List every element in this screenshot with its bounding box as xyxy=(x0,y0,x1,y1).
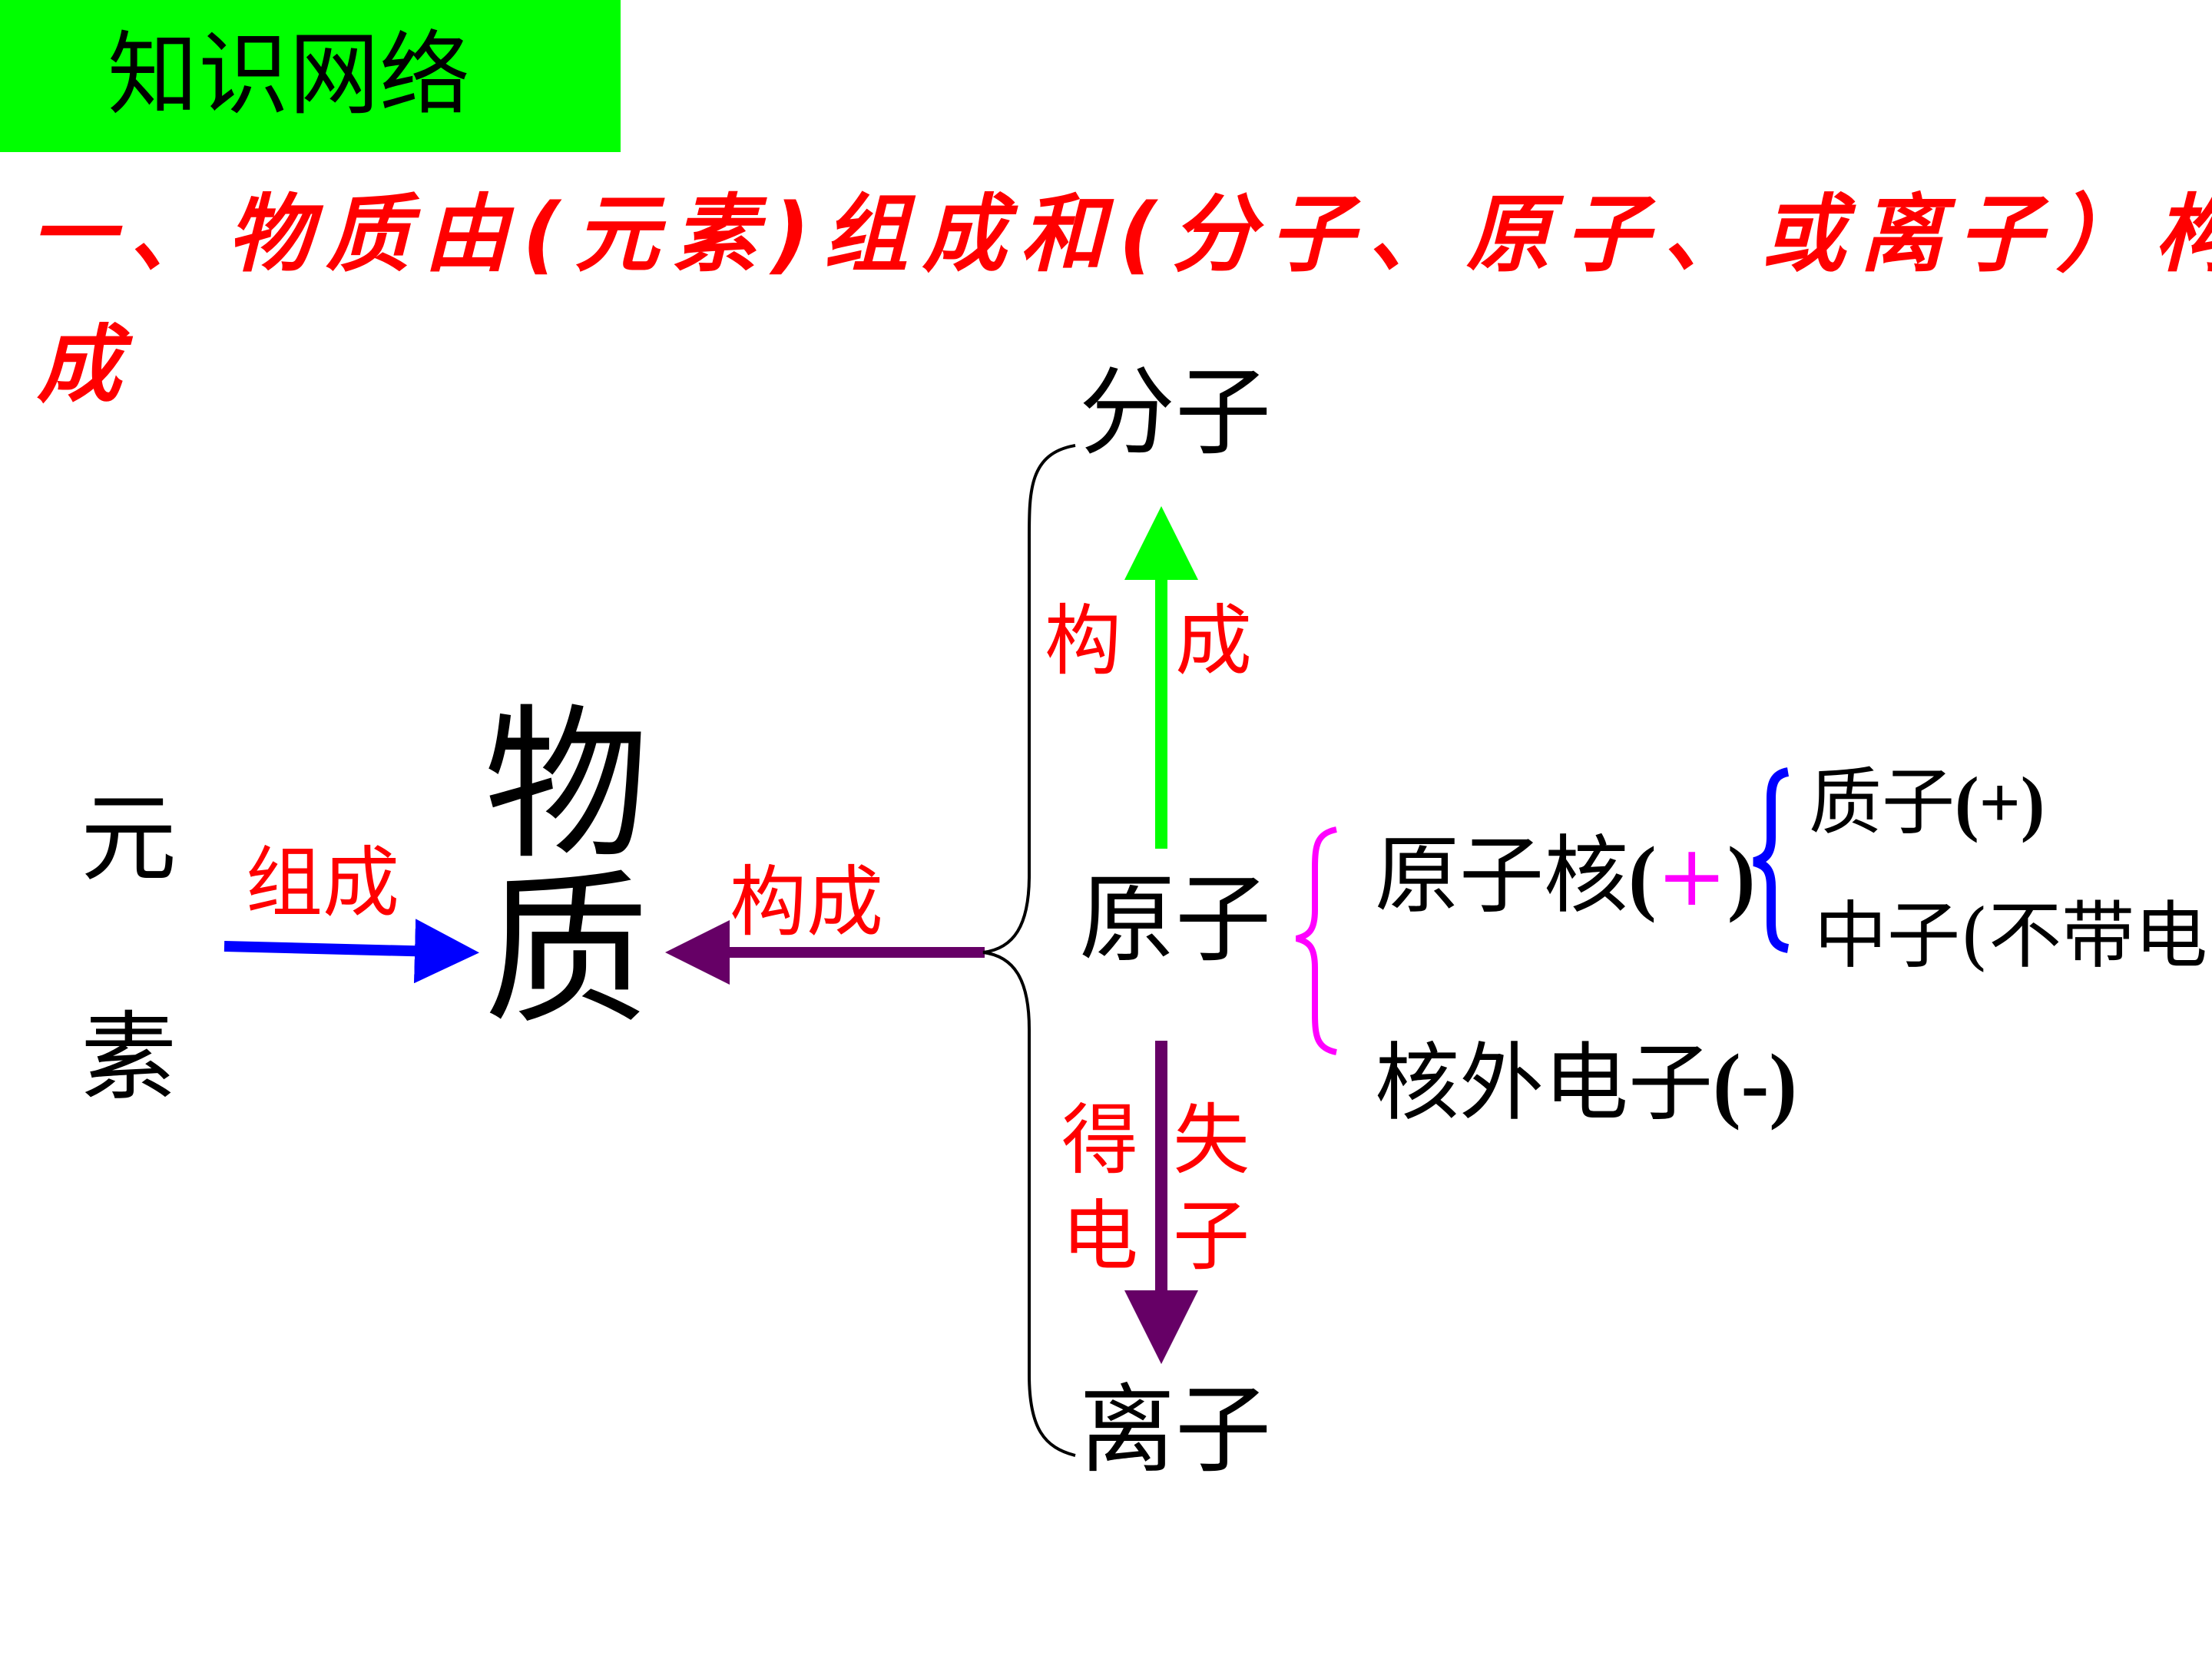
proton-label: 质子(+) xyxy=(1809,767,2045,839)
nucleus-close-paren: ) xyxy=(1727,830,1756,923)
element-label-char1: 元 xyxy=(81,783,177,895)
matter-label-char2: 质 xyxy=(484,854,649,1047)
gain-electron-label-char2: 电 xyxy=(1061,1191,1138,1281)
section-heading: 一、物质由(元素)组成和(分子、原子、或离子）构 xyxy=(31,185,2212,283)
lose-electron-label-char2: 子 xyxy=(1173,1191,1250,1281)
gain-electron-label-char1: 得 xyxy=(1061,1095,1138,1185)
title-banner xyxy=(0,0,621,152)
atom-structure-brace xyxy=(1295,826,1337,1055)
electron-text: 核外电子 xyxy=(1375,1034,1713,1132)
ion-label: 离子 xyxy=(1079,1375,1271,1486)
page-title: 知识网络 xyxy=(108,22,471,127)
nucleus-label: 原子核(+) xyxy=(1375,833,1755,919)
atom-label: 原子 xyxy=(1079,864,1271,975)
matter-label-char1: 物 xyxy=(484,689,649,882)
compose-arrow xyxy=(224,919,479,984)
proton-charge: (+) xyxy=(1955,762,2045,843)
lose-electron-label-char1: 失 xyxy=(1173,1095,1250,1185)
element-label-char2: 素 xyxy=(81,1002,177,1114)
molecule-label: 分子 xyxy=(1079,357,1271,469)
nucleus-charge-sign: + xyxy=(1656,826,1727,925)
electron-charge: (-) xyxy=(1713,1037,1797,1131)
constitute-up-label-char1: 构 xyxy=(1045,596,1121,686)
nucleus-structure-brace xyxy=(1753,767,1790,953)
constitute-label: 构成 xyxy=(730,857,883,947)
electron-label: 核外电子(-) xyxy=(1375,1041,1797,1126)
proton-text: 质子 xyxy=(1809,760,1955,845)
constitute-up-label-char2: 成 xyxy=(1175,596,1252,686)
neutron-label: 中子(不带电 xyxy=(1814,894,2208,979)
particles-brace xyxy=(982,444,1076,1457)
nucleus-open-paren: ( xyxy=(1628,830,1657,923)
nucleus-text: 原子核 xyxy=(1375,826,1628,925)
compose-label: 组成 xyxy=(246,838,399,928)
section-heading-continued: 成 xyxy=(37,316,121,414)
